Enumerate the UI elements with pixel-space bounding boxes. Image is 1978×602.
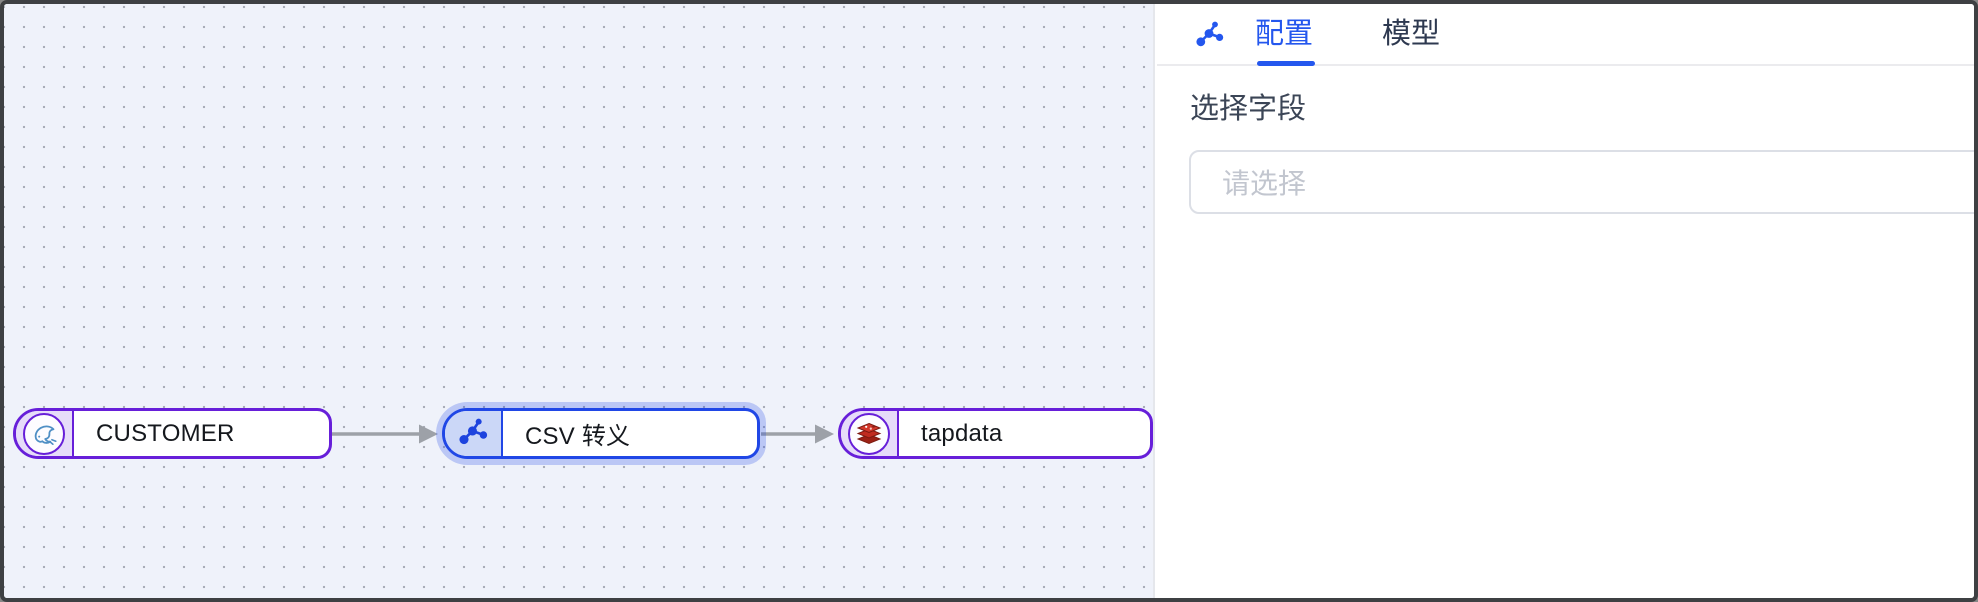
panel-tabbar: 配置 模型 <box>1157 4 1974 66</box>
redis-icon <box>848 412 890 455</box>
node-icon-section <box>16 411 74 456</box>
node-customer[interactable]: CUSTOMER <box>13 408 332 459</box>
edge-customer-to-csv <box>332 424 438 444</box>
field-select[interactable]: 请选择 <box>1189 150 1974 214</box>
node-tapdata[interactable]: tapdata <box>838 408 1153 459</box>
molecule-icon <box>458 416 489 452</box>
node-label: CUSTOMER <box>96 419 235 447</box>
tab-config[interactable]: 配置 <box>1255 18 1314 50</box>
node-csv-processor[interactable]: CSV 转义 <box>442 408 760 459</box>
tab-model[interactable]: 模型 <box>1382 18 1441 50</box>
node-icon-section <box>445 411 503 456</box>
config-panel: 配置 模型 选择字段 请选择 <box>1157 4 1974 598</box>
molecule-icon <box>1195 19 1225 49</box>
select-fields-label: 选择字段 <box>1190 93 1307 125</box>
pipeline-edges <box>332 424 834 444</box>
edge-csv-to-tapdata <box>761 424 834 444</box>
field-select-placeholder: 请选择 <box>1222 168 1307 199</box>
mysql-dolphin-icon <box>23 412 65 455</box>
node-label: CSV 转义 <box>525 423 631 450</box>
node-icon-section <box>841 411 899 456</box>
pipeline-canvas[interactable]: CUSTOMER <box>4 4 1155 598</box>
edge-arrowhead-icon <box>815 424 834 444</box>
edge-arrowhead-icon <box>419 424 438 444</box>
node-label: tapdata <box>921 419 1003 447</box>
active-tab-underline <box>1257 61 1315 66</box>
